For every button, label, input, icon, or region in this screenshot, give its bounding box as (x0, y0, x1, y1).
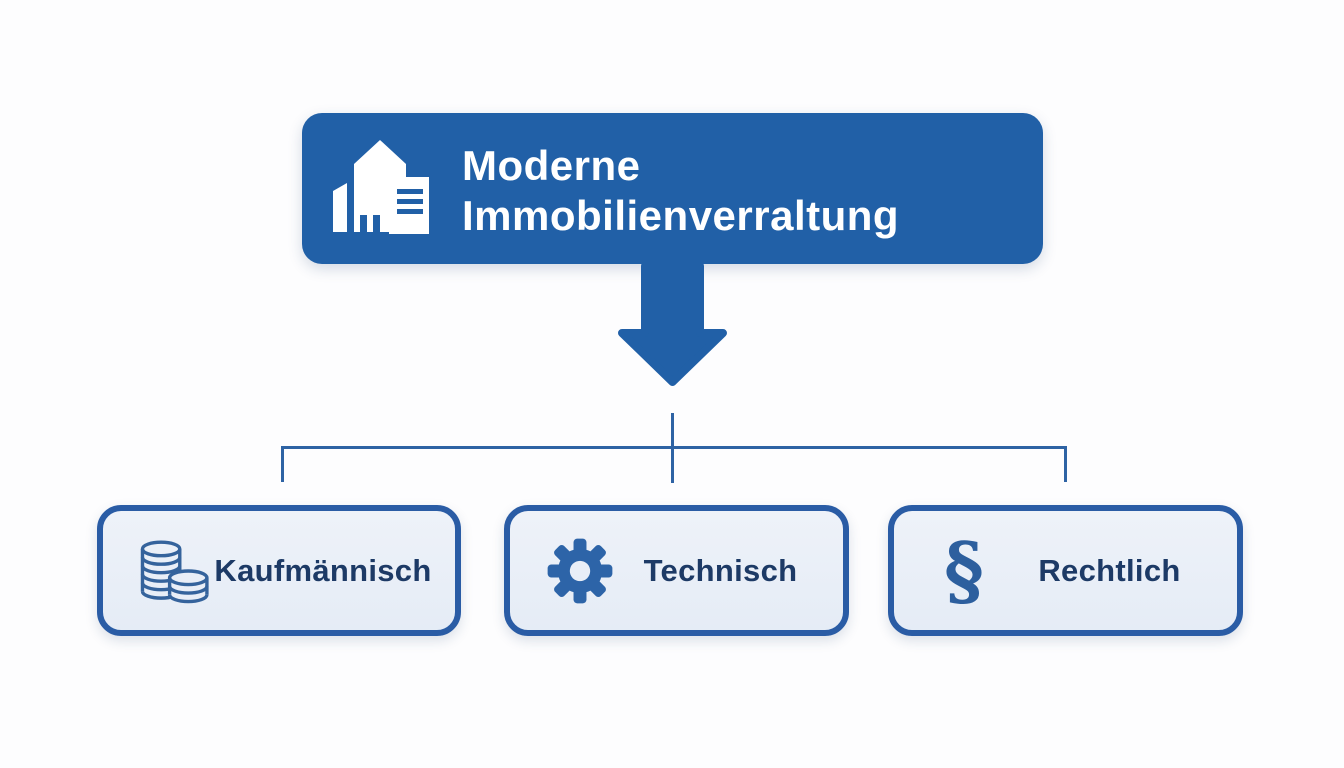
branch-node-technisch: Technisch (504, 505, 849, 636)
branch-label-rechtlich: Rechtlich (1038, 552, 1181, 588)
down-arrow-icon (618, 262, 727, 386)
header-title-line2: Immobilienverraltung (462, 192, 900, 239)
buildings-icon (333, 140, 429, 234)
branch-label-technisch: Technisch (643, 552, 798, 588)
header-title: Moderne Immobilienverraltung (462, 141, 899, 241)
header-title-line1: Moderne (462, 142, 641, 189)
connector-vertical-left (281, 446, 284, 482)
section-sign-glyph: § (944, 525, 984, 615)
branch-label-kaufmaennisch: Kaufmännisch (214, 552, 432, 588)
gear-icon (540, 531, 620, 611)
coins-icon (133, 531, 213, 611)
connector-horizontal (281, 446, 1067, 449)
branch-node-rechtlich: § Rechtlich (888, 505, 1243, 636)
connector-vertical-right (1064, 446, 1067, 482)
section-sign-icon: § (924, 525, 1004, 615)
header-node: Moderne Immobilienverraltung (302, 113, 1043, 264)
branch-node-kaufmaennisch: Kaufmännisch (97, 505, 461, 636)
